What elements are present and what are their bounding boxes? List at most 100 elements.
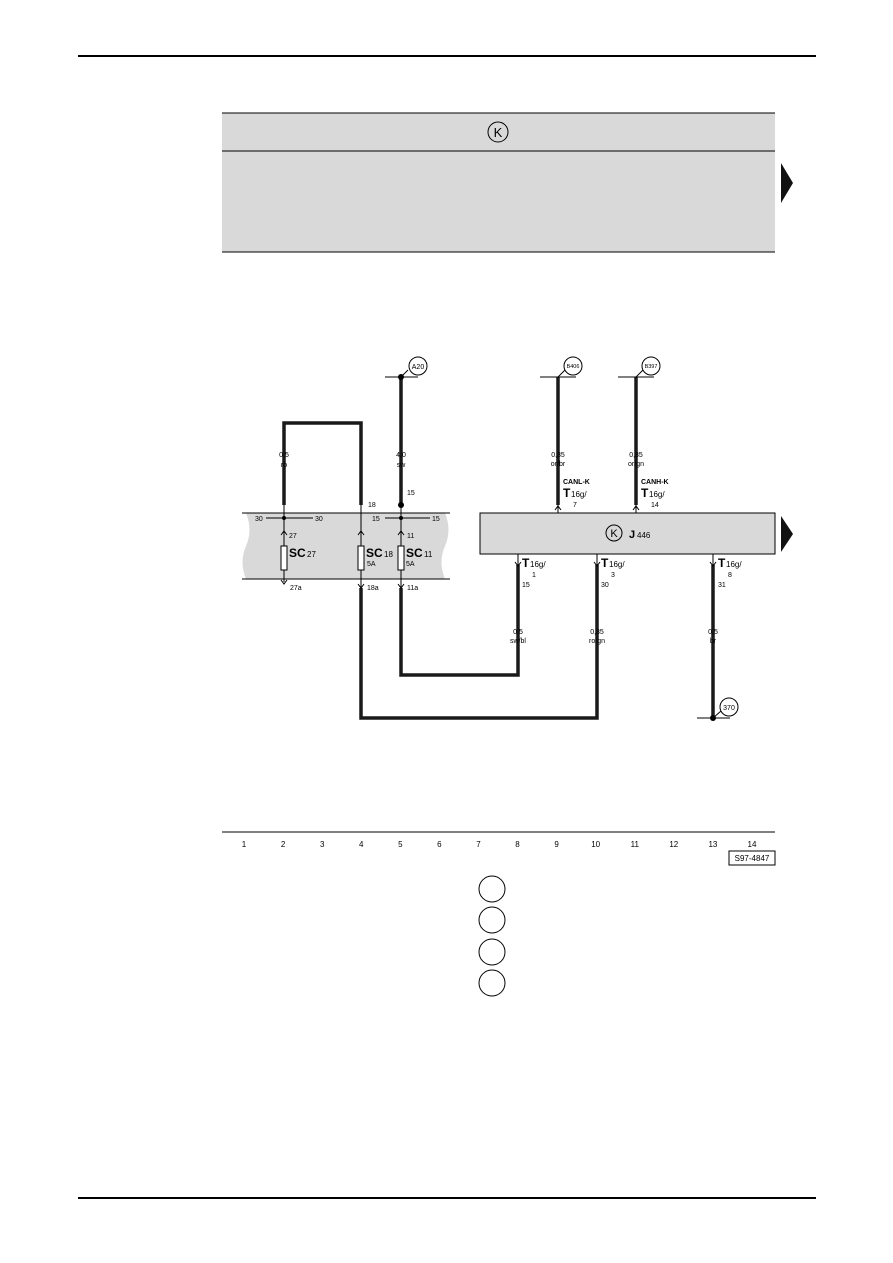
svg-text:5A: 5A [367, 561, 376, 568]
ruler-tick-label: 12 [669, 840, 678, 849]
svg-text:18a: 18a [367, 585, 379, 592]
pin-1: T 16g/ 1 15 [522, 556, 546, 589]
pin-canh: CANH-K T 16g/ 14 [641, 479, 669, 509]
svg-text:SC: SC [406, 546, 423, 560]
ground-connector-370[interactable]: 370 [719, 697, 739, 717]
svg-text:370: 370 [723, 705, 735, 712]
ruler-tick-label: 13 [708, 840, 717, 849]
svg-text:16g/: 16g/ [609, 560, 625, 569]
ruler-tick-label: 10 [591, 840, 600, 849]
wire-sc11-to-pin1 [399, 565, 520, 677]
svg-text:K: K [610, 528, 618, 540]
svg-text:CANH-K: CANH-K [641, 479, 669, 486]
svg-text:446: 446 [637, 531, 651, 540]
svg-text:8: 8 [728, 572, 732, 579]
svg-text:3: 3 [611, 572, 615, 579]
svg-text:11: 11 [424, 550, 433, 559]
pin-8: T 16g/ 8 31 [718, 556, 742, 589]
svg-text:or/br: or/br [551, 461, 566, 468]
ruler-tick-label: 5 [398, 840, 403, 849]
svg-text:16g/: 16g/ [530, 560, 546, 569]
svg-text:sw: sw [397, 462, 407, 469]
connector-b397[interactable]: B397 [641, 356, 661, 376]
svg-text:5A: 5A [406, 561, 415, 568]
svg-text:SC: SC [289, 546, 306, 560]
svg-text:11a: 11a [407, 585, 418, 592]
svg-text:S97-4847: S97-4847 [735, 854, 770, 863]
ruler-tick-label: 1 [242, 840, 247, 849]
wire-sc18-to-pin3 [359, 565, 599, 720]
svg-text:K: K [494, 125, 503, 140]
svg-text:15: 15 [522, 582, 530, 589]
header-box: K [222, 112, 775, 253]
svg-text:A20: A20 [412, 364, 425, 371]
pin-canl: CANL-K T 16g/ 7 [563, 479, 590, 509]
legend-circle [478, 875, 506, 903]
svg-text:0,35: 0,35 [629, 452, 643, 459]
ruler-tick-label: 7 [476, 840, 481, 849]
ruler-tick-label: 9 [554, 840, 559, 849]
svg-text:15: 15 [407, 490, 415, 497]
svg-text:30: 30 [255, 516, 263, 523]
svg-text:ro/gn: ro/gn [589, 638, 605, 645]
svg-text:27: 27 [307, 550, 316, 559]
next-page-arrow-module[interactable] [781, 516, 793, 552]
ruler-tick-label: 3 [320, 840, 325, 849]
svg-text:15: 15 [432, 516, 440, 523]
legend-circle [478, 906, 506, 934]
svg-text:16g/: 16g/ [649, 490, 665, 499]
svg-text:15: 15 [372, 516, 380, 523]
svg-text:18: 18 [368, 502, 376, 509]
svg-text:4,0: 4,0 [396, 452, 406, 459]
svg-text:30: 30 [601, 582, 609, 589]
connector-b406[interactable]: B406 [563, 356, 583, 376]
svg-text:0,35: 0,35 [551, 452, 565, 459]
ruler-tick-label: 14 [748, 840, 757, 849]
legend-circles [478, 875, 506, 997]
svg-text:27: 27 [289, 533, 297, 540]
svg-text:1: 1 [532, 572, 536, 579]
svg-text:11: 11 [407, 533, 414, 540]
svg-text:0,5: 0,5 [513, 629, 523, 636]
legend-circle [478, 969, 506, 997]
svg-text:br: br [710, 638, 717, 645]
svg-text:18: 18 [384, 550, 393, 559]
svg-text:sw/bl: sw/bl [510, 638, 526, 645]
wires [282, 377, 715, 720]
ruler-tick-label: 8 [515, 840, 520, 849]
svg-text:T: T [522, 556, 530, 570]
svg-text:SC: SC [366, 546, 383, 560]
svg-text:T: T [601, 556, 609, 570]
svg-text:ro: ro [281, 462, 287, 469]
svg-text:0,5: 0,5 [279, 452, 289, 459]
svg-text:J: J [629, 529, 635, 541]
next-page-arrow-top[interactable] [781, 163, 793, 203]
svg-text:or/gn: or/gn [628, 461, 644, 468]
control-module-j446[interactable]: K J 446 [479, 512, 776, 555]
svg-text:30: 30 [315, 516, 323, 523]
fuse-sc18[interactable]: SC 18 5A [357, 545, 393, 571]
svg-text:T: T [718, 556, 726, 570]
fuse-sc27[interactable]: SC 27 [280, 545, 316, 571]
svg-text:16g/: 16g/ [571, 490, 587, 499]
svg-text:T: T [563, 486, 571, 500]
svg-text:CANL-K: CANL-K [563, 479, 590, 486]
connector-a20[interactable]: A20 [408, 356, 428, 376]
legend-circle [478, 938, 506, 966]
thin-lines [283, 369, 730, 719]
ruler-tick-label: 11 [631, 840, 640, 849]
ruler-tick-label: 2 [281, 840, 286, 849]
pin-arrows [280, 505, 717, 589]
svg-text:0,5: 0,5 [708, 629, 718, 636]
svg-text:B397: B397 [645, 364, 658, 370]
svg-text:27a: 27a [290, 585, 302, 592]
svg-text:B406: B406 [567, 364, 580, 370]
fuse-sc11[interactable]: SC 11 5A [397, 545, 433, 571]
ruler-tick-label: 6 [437, 840, 442, 849]
svg-text:14: 14 [651, 502, 659, 509]
diagram-code-box [728, 850, 776, 866]
svg-text:31: 31 [718, 582, 726, 589]
terminal-k-symbol: K [487, 121, 509, 143]
